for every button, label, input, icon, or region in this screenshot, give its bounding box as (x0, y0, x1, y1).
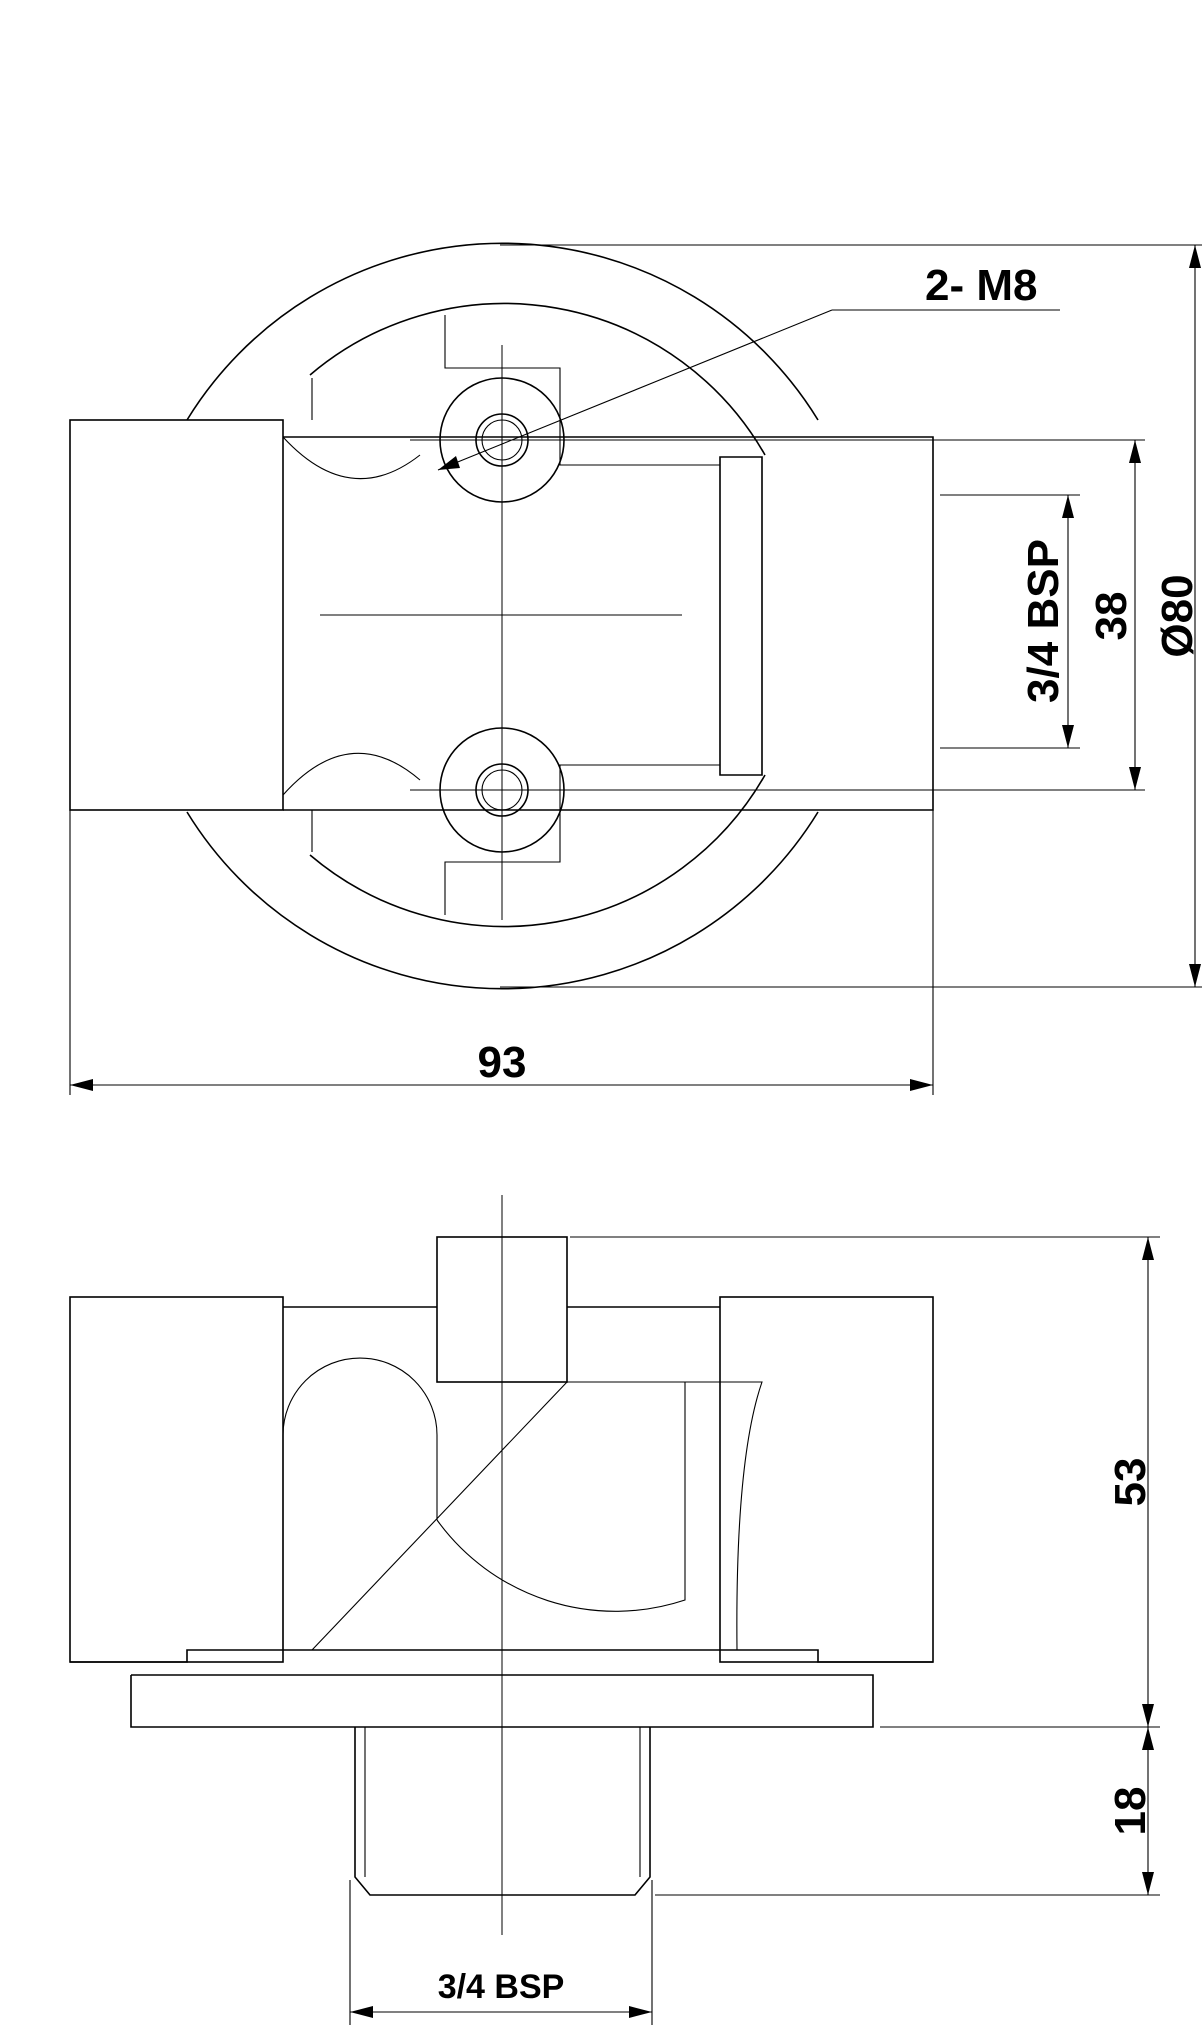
dia-label: Ø80 (1153, 574, 1202, 657)
left-port-block (69, 419, 284, 811)
thread-len-label: 18 (1106, 1787, 1155, 1836)
side-right-curve (685, 1381, 763, 1651)
side-left-block (69, 1296, 284, 1663)
side-view: 53 18 3/4 BSP (69, 1195, 1160, 2025)
housing-inner-arc-bottom (309, 774, 766, 928)
spacing-arrow-top (1129, 440, 1141, 463)
height-arrow-top (1142, 1237, 1154, 1260)
thread-size-arrow-left (350, 2006, 373, 2018)
lower-cutout (282, 752, 421, 796)
housing-inner-arc-top (309, 302, 766, 456)
thread-size-label: 3/4 BSP (438, 1968, 565, 2006)
port-arrow-top (1062, 495, 1074, 518)
spacing-arrow-bottom (1129, 767, 1141, 790)
height-arrow-bottom (1142, 1704, 1154, 1727)
dia-arrow-bottom (1189, 964, 1201, 987)
height-label: 53 (1106, 1458, 1155, 1507)
thread-callout-leader (437, 309, 833, 471)
top-view: 2- M8 Ø80 38 3/4 BSP 93 (69, 242, 1202, 1095)
side-diagonal-passage (311, 1381, 686, 1651)
upper-cutout (282, 436, 421, 480)
dia-arrow-top (1189, 245, 1201, 268)
side-right-block (719, 1296, 934, 1663)
width-arrow-left (70, 1079, 93, 1091)
right-port-body (283, 436, 934, 811)
thread-size-arrow-right (629, 2006, 652, 2018)
side-left-arch (282, 1357, 438, 1650)
thread-len-arrow-bottom (1142, 1872, 1154, 1895)
upper-inner-step (311, 315, 720, 466)
thread-len-arrow-top (1142, 1727, 1154, 1750)
lower-inner-step (311, 764, 720, 915)
spacing-label: 38 (1087, 592, 1136, 641)
width-arrow-right (910, 1079, 933, 1091)
housing-outer-circle-lower (186, 811, 819, 990)
housing-outer-circle (186, 242, 819, 421)
right-port-bore (719, 456, 763, 776)
port-arrow-bottom (1062, 725, 1074, 748)
width-label: 93 (478, 1038, 527, 1087)
thread-callout-arrow (438, 456, 460, 470)
thread-callout-label: 2- M8 (925, 261, 1037, 310)
port-label: 3/4 BSP (1019, 539, 1068, 703)
